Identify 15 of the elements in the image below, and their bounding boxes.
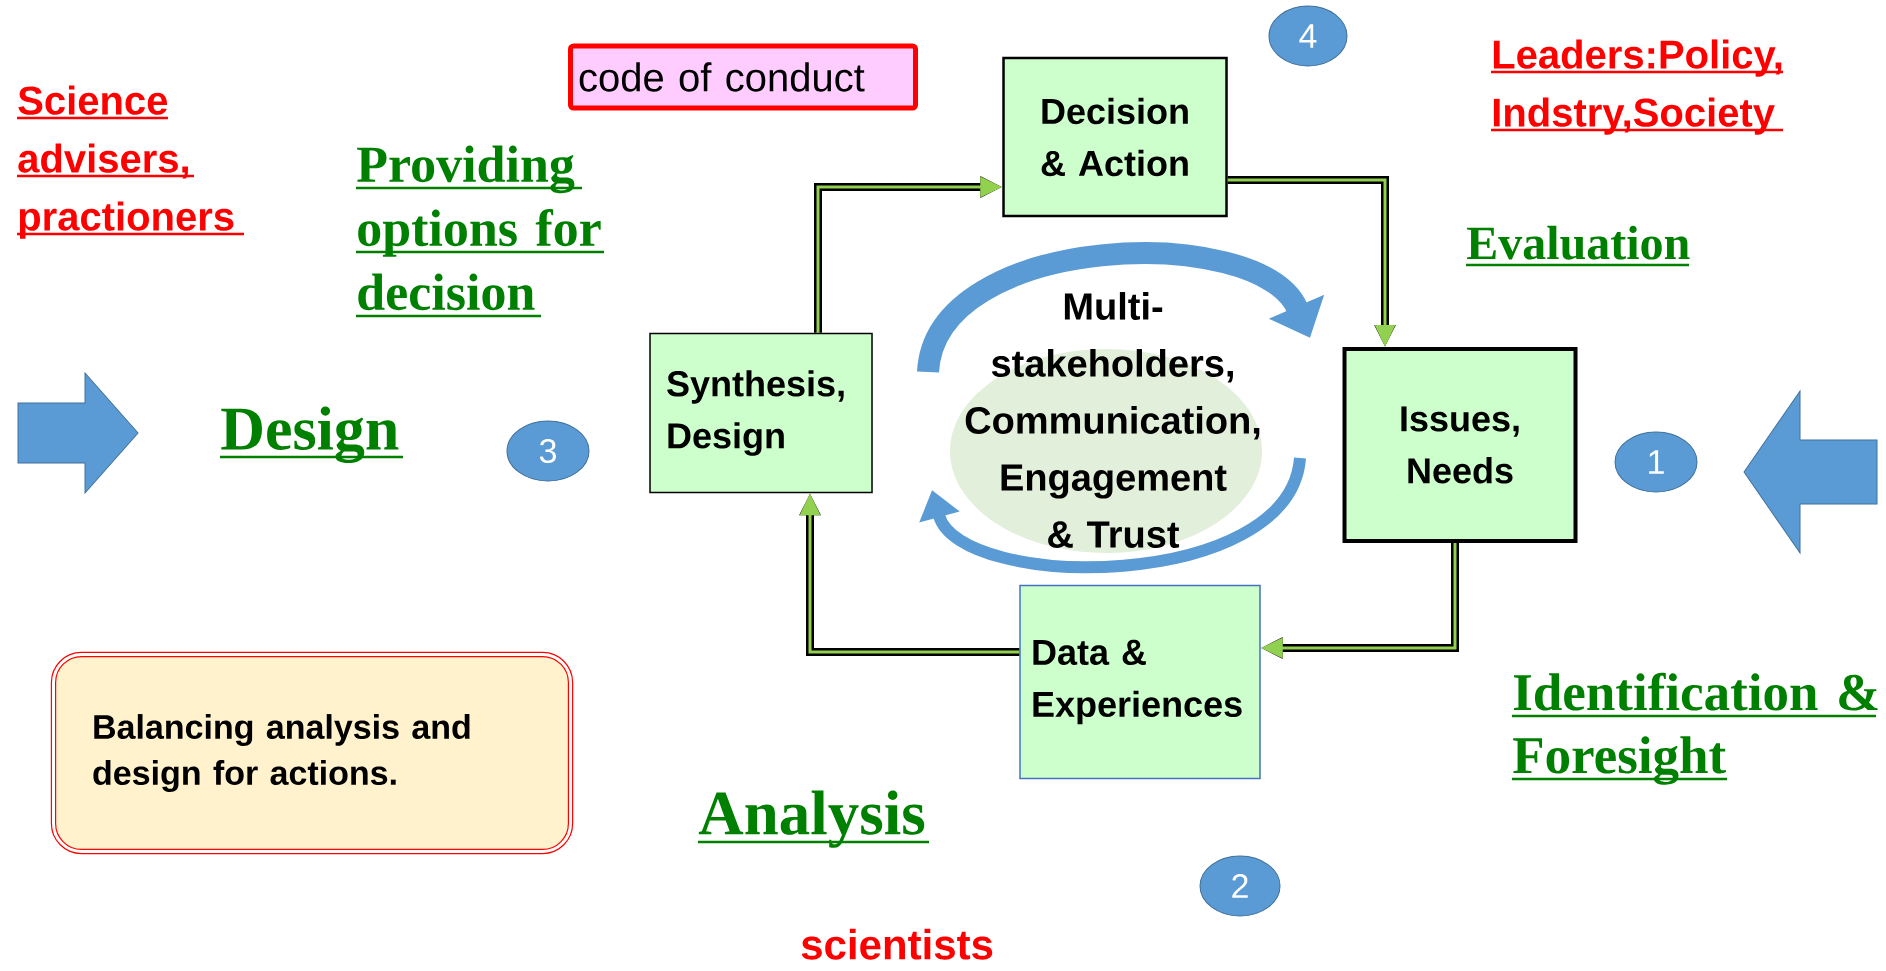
stage-label: Providing options for decision (356, 145, 604, 318)
role-label: Science advisers, practioners (17, 85, 244, 239)
stage-label: Identification & Foresight (1512, 672, 1878, 785)
stage-label: Evaluation (1466, 225, 1690, 267)
role-label: scientists (801, 928, 993, 960)
role-label: Leaders:Policy, Indstry,Society (1491, 39, 1783, 135)
process-box: Data & Experiences (1019, 584, 1261, 780)
note-box: Balancing analysis and design for actions. (50, 651, 574, 855)
process-box: Issues, Needs (1342, 347, 1578, 543)
process-box: Decision & Action (1002, 56, 1228, 218)
process-box: Synthesis, Design (649, 332, 873, 494)
stage-label: Analysis (698, 790, 929, 848)
stage-label: Design (220, 406, 403, 464)
tag-box: code of conduct (568, 43, 918, 111)
ellipse-label: Multi-stakeholders, Communication, Engagement & Trust (950, 292, 1262, 553)
